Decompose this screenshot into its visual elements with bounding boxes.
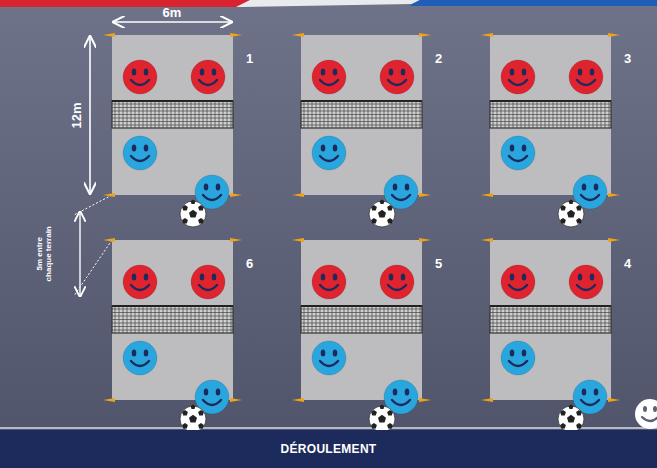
net: [490, 306, 611, 333]
net: [301, 306, 422, 333]
corner-cone: [481, 238, 493, 242]
corner-cone: [103, 193, 115, 197]
corner-cone: [230, 193, 242, 197]
field-illustration: [301, 240, 422, 400]
player-smiley: [123, 341, 157, 375]
length-arrow: [89, 37, 91, 193]
playing-field: 3: [490, 35, 611, 195]
corner-cone: [292, 33, 304, 37]
gap-arrow: [79, 212, 80, 296]
top-blue-stripe: [410, 0, 657, 6]
gap-note: 5m entre chaque terrain: [36, 224, 54, 284]
player-smiley: [501, 136, 535, 170]
separator-line: [0, 427, 657, 429]
corner-cone: [608, 193, 620, 197]
section-banner: DÉROULEMENT: [0, 430, 657, 468]
corner-cone: [292, 193, 304, 197]
corner-cone: [608, 33, 620, 37]
player-smiley: [312, 136, 346, 170]
net: [490, 101, 611, 128]
player-smiley: [123, 136, 157, 170]
player-smiley: [312, 265, 346, 299]
player-smiley: [569, 60, 603, 94]
field-illustration: [490, 35, 611, 195]
playing-field: 2: [301, 35, 422, 195]
corner-cone: [292, 238, 304, 242]
soccer-ball: [558, 200, 584, 228]
corner-cone: [230, 238, 242, 242]
dimension-label: 12m: [69, 102, 84, 128]
playing-field: 4: [490, 240, 611, 400]
corner-cone: [419, 238, 431, 242]
corner-cone: [292, 398, 304, 402]
player-smiley: [501, 265, 535, 299]
corner-cone: [419, 193, 431, 197]
net: [112, 101, 233, 128]
corner-cone: [419, 398, 431, 402]
corner-cone: [608, 398, 620, 402]
width-arrow: [114, 21, 231, 23]
corner-cone: [481, 398, 493, 402]
soccer-ball: [180, 200, 206, 228]
field-number: 3: [624, 51, 631, 66]
player-smiley: [380, 265, 414, 299]
corner-cone: [608, 238, 620, 242]
net: [301, 101, 422, 128]
corner-cone: [103, 398, 115, 402]
playing-field: 6: [112, 240, 233, 400]
field-number: 1: [246, 51, 253, 66]
player-smiley: [501, 60, 535, 94]
soccer-ball: [558, 405, 584, 433]
soccer-ball: [369, 405, 395, 433]
top-white-stripe: [236, 0, 420, 7]
field-illustration: [301, 35, 422, 195]
corner-cone: [230, 398, 242, 402]
corner-cone: [230, 33, 242, 37]
field-illustration: [112, 240, 233, 400]
playing-field: 5: [301, 240, 422, 400]
corner-cone: [419, 33, 431, 37]
field-number: 5: [435, 256, 442, 271]
player-smiley: [569, 265, 603, 299]
soccer-ball: [180, 405, 206, 433]
field-number: 2: [435, 51, 442, 66]
player-smiley: [191, 265, 225, 299]
field-number: 6: [246, 256, 253, 271]
corner-cone: [103, 238, 115, 242]
playing-field: 1: [112, 35, 233, 195]
player-smiley: [123, 60, 157, 94]
net: [112, 306, 233, 333]
player-smiley: [312, 341, 346, 375]
field-illustration: [112, 35, 233, 195]
dimension-label: 6m: [163, 5, 182, 20]
player-smiley: [312, 60, 346, 94]
corner-cone: [481, 33, 493, 37]
field-illustration: [490, 240, 611, 400]
player-smiley: [501, 341, 535, 375]
player-smiley: [123, 265, 157, 299]
field-number: 4: [624, 256, 631, 271]
player-smiley: [380, 60, 414, 94]
banner-title: DÉROULEMENT: [281, 442, 377, 456]
smiley-icon: [635, 399, 657, 429]
corner-cone: [103, 33, 115, 37]
corner-cone: [481, 193, 493, 197]
top-red-stripe: [0, 0, 250, 7]
soccer-ball: [369, 200, 395, 228]
player-smiley: [191, 60, 225, 94]
